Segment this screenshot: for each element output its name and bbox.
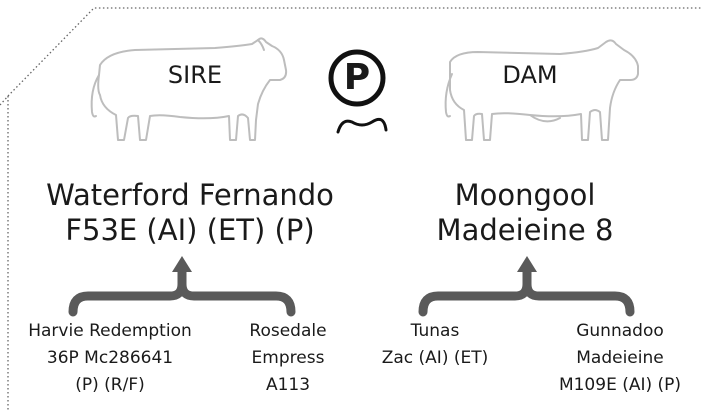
dam-granddam-line2: Madeieine xyxy=(576,348,664,368)
sire-bull-icon xyxy=(90,37,288,141)
dam-granddam-line3: M109E (AI) (P) xyxy=(558,375,682,395)
dam-bracket-arrow xyxy=(418,265,635,317)
dam-name-line2: Madeieine 8 xyxy=(436,213,614,247)
sire-name-line2: F53E (AI) (ET) (P) xyxy=(65,213,315,247)
sire-name-line1: Waterford Fernando xyxy=(46,178,334,212)
polled-badge-letter: P xyxy=(343,57,371,98)
dam-granddam-line1: Gunnadoo xyxy=(576,321,664,341)
dam-grandsire-line1: Tunas xyxy=(410,321,460,341)
sire-grandsire-line3: (P) (R/F) xyxy=(75,375,145,395)
polled-badge-icon xyxy=(328,49,388,134)
sire-grandsire-line1: Harvie Redemption xyxy=(28,321,192,341)
sire-grandsire-line2: 36P Mc286641 xyxy=(46,348,174,368)
sire-bracket-arrow xyxy=(68,265,296,317)
sire-granddam-line2: Empress xyxy=(251,348,325,368)
dam-arrow-head xyxy=(517,256,537,272)
sire-label: SIRE xyxy=(167,61,223,89)
dam-name-line1: Moongool xyxy=(454,178,596,212)
dam-grandsire-line2: Zac (AI) (ET) xyxy=(381,348,489,368)
sire-granddam-line1: Rosedale xyxy=(249,321,327,341)
dam-cow-icon xyxy=(444,39,639,141)
sire-arrow-head xyxy=(172,256,192,272)
dam-label: DAM xyxy=(502,61,558,89)
sire-granddam-line3: A113 xyxy=(265,375,311,395)
